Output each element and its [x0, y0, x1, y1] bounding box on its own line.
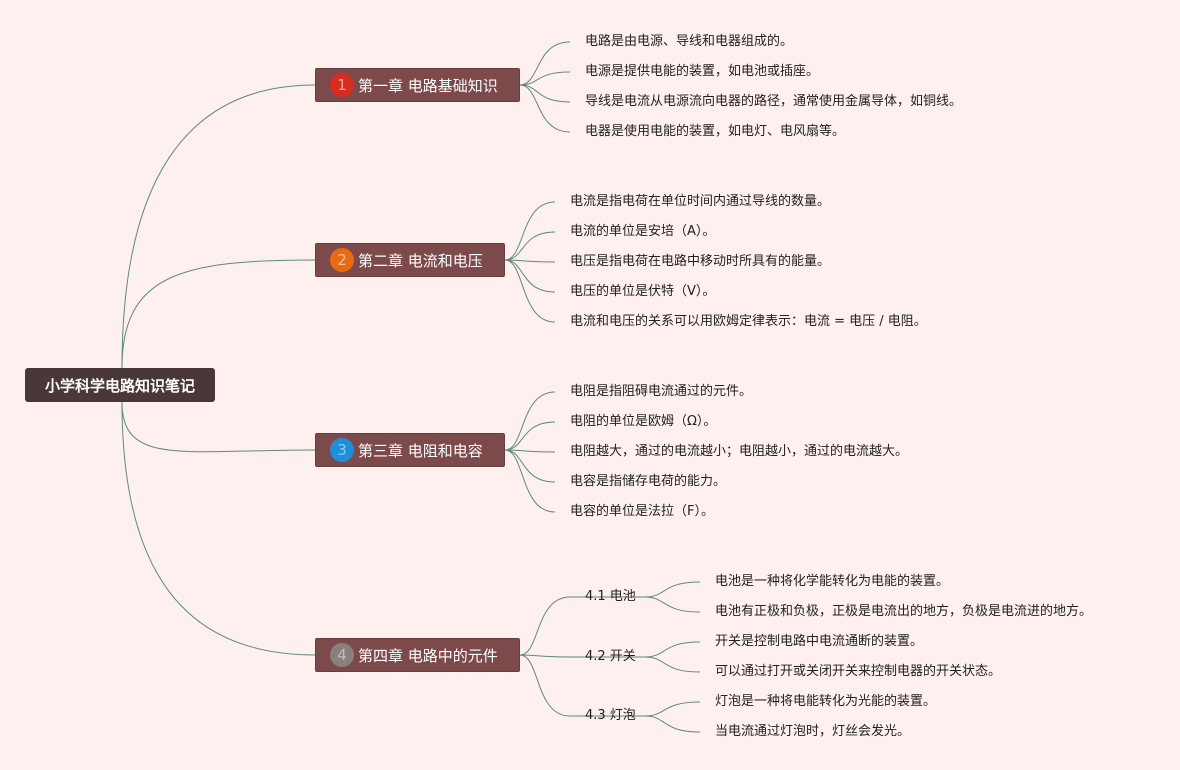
chapter-2-item-1[interactable]: 电流是指电荷在单位时间内通过导线的数量。	[570, 194, 831, 209]
connector-line-16	[504, 449, 556, 453]
connector-line-25	[644, 581, 701, 598]
number-3-badge-icon: 3	[330, 438, 354, 462]
connector-line-29	[644, 701, 701, 717]
connector-line-19	[519, 596, 571, 656]
connector-line-17	[504, 449, 556, 483]
connector-line-9	[504, 201, 556, 261]
chapter-3-item-4[interactable]: 电容是指储存电荷的能力。	[570, 474, 727, 489]
chapter-1-item-3[interactable]: 导线是电流从电源流向电器的路径，通常使用金属导体，如铜线。	[585, 94, 963, 109]
connector-line-26	[644, 596, 701, 613]
connector-line-15	[504, 421, 556, 451]
chapter-2-node[interactable]: 2 第二章 电流和电压	[315, 243, 505, 277]
connector-line-28	[644, 656, 701, 673]
subsection-4-1-item-1[interactable]: 电池是一种将化学能转化为电能的装置。	[715, 574, 950, 589]
chapter-1-label: 第一章 电路基础知识	[358, 76, 498, 95]
chapter-4-node[interactable]: 4 第四章 电路中的元件	[315, 638, 520, 672]
chapter-4-label: 第四章 电路中的元件	[358, 646, 498, 665]
connector-line-21	[519, 654, 571, 717]
chapter-2-item-5[interactable]: 电流和电压的关系可以用欧姆定律表示：电流 = 电压 / 电阻。	[570, 314, 927, 329]
connector-line-8	[519, 84, 571, 133]
connector-line-2	[121, 259, 316, 369]
connector-line-11	[504, 259, 556, 263]
connector-line-1	[121, 84, 316, 369]
connector-line-30	[644, 715, 701, 733]
chapter-3-item-2[interactable]: 电阻的单位是欧姆（Ω）。	[570, 414, 717, 429]
chapter-3-node[interactable]: 3 第三章 电阻和电容	[315, 433, 505, 467]
chapter-1-item-2[interactable]: 电源是提供电能的装置，如电池或插座。	[585, 64, 820, 79]
subsection-4-1-item-2[interactable]: 电池有正极和负极，正极是电流出的地方，负极是电流进的地方。	[715, 604, 1093, 619]
chapter-2-item-4[interactable]: 电压的单位是伏特（V）。	[570, 284, 716, 299]
chapter-2-item-3[interactable]: 电压是指电荷在电路中移动时所具有的能量。	[570, 254, 831, 269]
number-1-badge-icon: 1	[330, 73, 354, 97]
subsection-4-2[interactable]: 4.2 开关	[585, 649, 636, 664]
connector-line-5	[519, 41, 571, 86]
root-label: 小学科学电路知识笔记	[44, 376, 195, 395]
connector-line-20	[519, 654, 571, 658]
root-node[interactable]: 小学科学电路知识笔记	[25, 368, 215, 402]
connector-line-10	[504, 231, 556, 261]
subsection-4-1[interactable]: 4.1 电池	[585, 589, 636, 604]
chapter-1-item-1[interactable]: 电路是由电源、导线和电器组成的。	[585, 34, 794, 49]
connector-line-14	[504, 391, 556, 451]
chapter-3-item-5[interactable]: 电容的单位是法拉（F）。	[570, 504, 714, 519]
chapter-1-node[interactable]: 1 第一章 电路基础知识	[315, 68, 520, 102]
connector-line-7	[519, 84, 571, 103]
number-4-badge-icon: 4	[330, 643, 354, 667]
subsection-4-3[interactable]: 4.3 灯泡	[585, 708, 636, 723]
number-2-badge-icon: 2	[330, 248, 354, 272]
connector-line-6	[519, 71, 571, 86]
chapter-3-item-3[interactable]: 电阻越大，通过的电流越小；电阻越小，通过的电流越大。	[570, 444, 909, 459]
subsection-4-2-item-1[interactable]: 开关是控制电路中电流通断的装置。	[715, 634, 924, 649]
connector-line-27	[644, 641, 701, 658]
connector-line-4	[121, 401, 316, 656]
connector-line-3	[121, 401, 316, 453]
subsection-4-3-item-2[interactable]: 当电流通过灯泡时，灯丝会发光。	[715, 724, 911, 739]
chapter-2-label: 第二章 电流和电压	[358, 251, 483, 270]
chapter-3-label: 第三章 电阻和电容	[358, 441, 483, 460]
chapter-1-item-4[interactable]: 电器是使用电能的装置，如电灯、电风扇等。	[585, 124, 846, 139]
subsection-4-2-item-2[interactable]: 可以通过打开或关闭开关来控制电器的开关状态。	[715, 664, 1002, 679]
connector-line-18	[504, 449, 556, 513]
connector-line-12	[504, 259, 556, 293]
chapter-3-item-1[interactable]: 电阻是指阻碍电流通过的元件。	[570, 384, 753, 399]
subsection-4-3-item-1[interactable]: 灯泡是一种将电能转化为光能的装置。	[715, 694, 937, 709]
connector-line-13	[504, 259, 556, 323]
chapter-2-item-2[interactable]: 电流的单位是安培（A）。	[570, 224, 716, 239]
